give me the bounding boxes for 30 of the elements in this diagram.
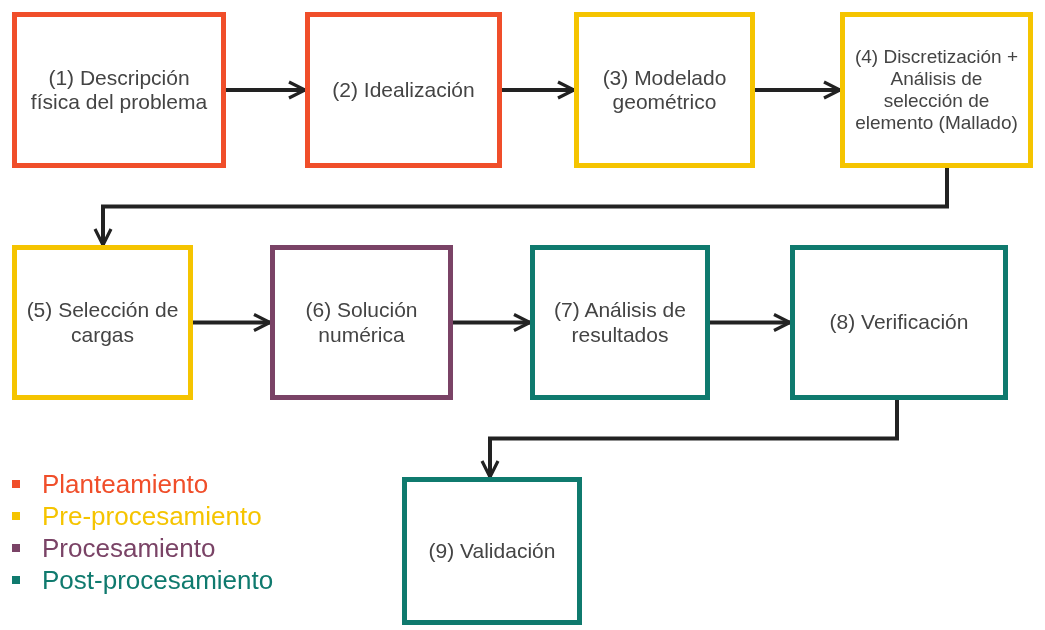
arrow [710,312,792,333]
step-label: (5) Selección de cargas [25,298,180,347]
step-label: (9) Validación [428,538,556,564]
legend-label: Post-procesamiento [42,564,274,596]
arrow [755,80,842,100]
process-box [305,12,502,168]
process-box [574,12,755,168]
step-label: (8) Verificación [829,310,969,335]
arrow [502,80,576,100]
process-box [530,245,710,400]
process-box [12,12,226,168]
arrow [193,312,272,333]
legend-label: Pre-procesamiento [42,500,262,532]
process-box [12,245,193,400]
step-label: (1) Descripción física del problema [29,65,209,115]
step-label: (7) Análisis de resultados [553,298,687,347]
process-box [402,477,582,625]
arrow [226,80,307,100]
step-label: (6) Solución numérica [304,298,419,347]
legend-label: Procesamiento [42,532,216,564]
step-label: (2) Idealización [332,77,475,103]
arrow [93,168,949,247]
process-box [840,12,1033,168]
arrow [453,312,532,333]
legend-label: Planteamiento [42,468,209,500]
arrow [480,400,899,479]
process-box [790,245,1008,400]
process-box [270,245,453,400]
step-label: (3) Modelado geométrico [601,65,728,115]
step-label: (4) Discretización + Análisis de selección de elemento (Mallado) [853,46,1020,134]
